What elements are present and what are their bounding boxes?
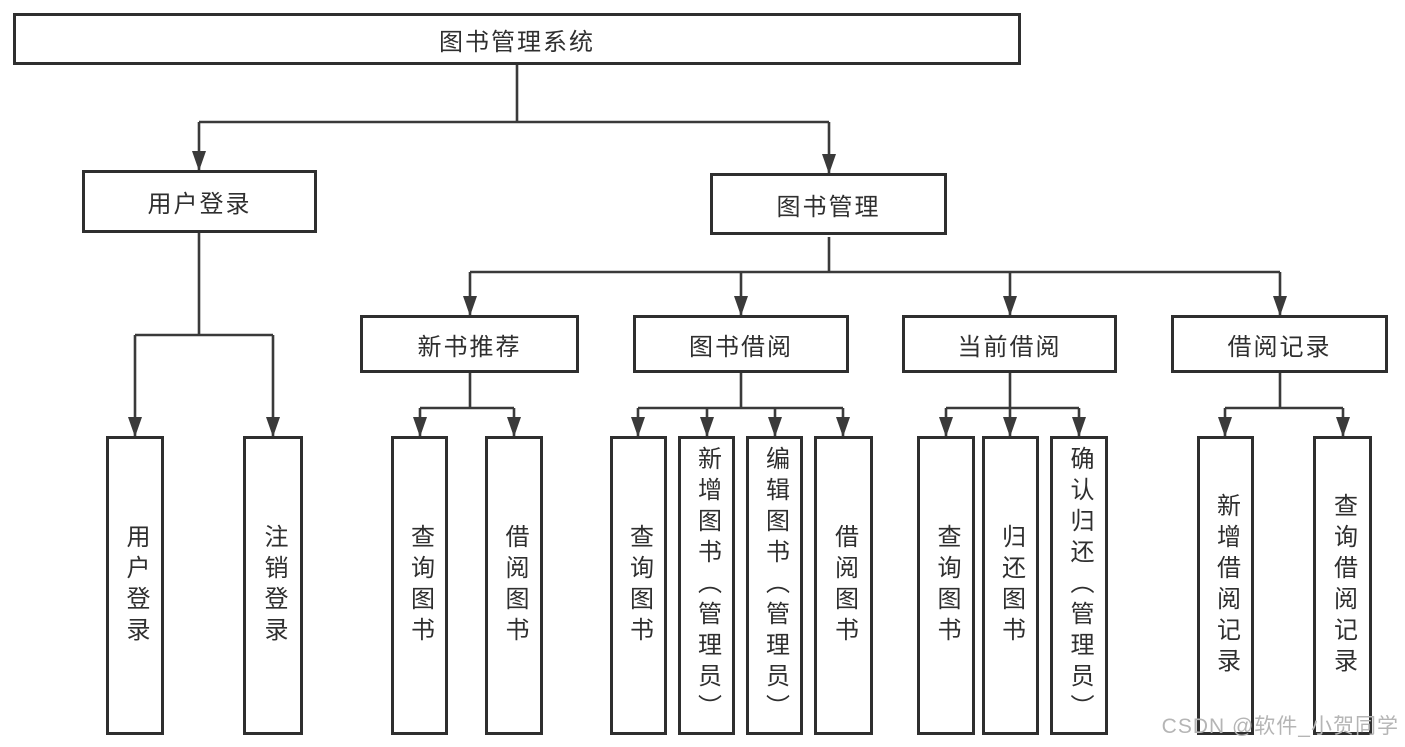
leaf-add-borrow-record: 新增借阅记录 — [1197, 436, 1254, 735]
leaf-borrow-query-books: 查询图书 — [610, 436, 667, 735]
leaf-borrow-books: 借阅图书 — [814, 436, 873, 735]
node-book-management: 图书管理 — [710, 173, 947, 235]
node-label: 查询借阅记录 — [1329, 492, 1357, 679]
node-user-login: 用户登录 — [82, 170, 317, 233]
node-label: 查询图书 — [625, 523, 653, 648]
node-label: 新增图书（管理员） — [693, 446, 721, 725]
node-label: 编辑图书（管理员） — [761, 446, 789, 725]
node-label: 当前借阅 — [957, 333, 1062, 361]
node-current-borrow: 当前借阅 — [902, 315, 1117, 373]
leaf-recommend-query-books: 查询图书 — [391, 436, 448, 735]
node-label: 借阅记录 — [1227, 333, 1332, 361]
node-book-borrow: 图书借阅 — [633, 315, 849, 373]
node-borrow-records: 借阅记录 — [1171, 315, 1388, 373]
node-label: 图书管理 — [776, 193, 881, 221]
node-label: 确认归还（管理员） — [1066, 446, 1093, 725]
node-label: 用户登录 — [147, 191, 252, 218]
node-label: 查询图书 — [406, 523, 434, 648]
leaf-current-query-books: 查询图书 — [917, 436, 975, 735]
node-label: 用户登录 — [122, 523, 149, 648]
node-label: 借阅图书 — [830, 523, 858, 648]
leaf-confirm-return-admin: 确认归还（管理员） — [1050, 436, 1108, 735]
leaf-recommend-borrow-books: 借阅图书 — [485, 436, 543, 735]
leaf-edit-books-admin: 编辑图书（管理员） — [746, 436, 803, 735]
node-label: 图书借阅 — [689, 333, 793, 361]
leaf-user-login: 用户登录 — [106, 436, 164, 735]
leaf-return-books: 归还图书 — [982, 436, 1039, 735]
csdn-watermark: CSDN @软件_小贺同学 — [1161, 715, 1399, 738]
leaf-logout: 注销登录 — [243, 436, 303, 735]
node-label: 新书推荐 — [417, 333, 522, 361]
node-label: 归还图书 — [997, 523, 1025, 648]
node-new-book-recommend: 新书推荐 — [360, 315, 579, 373]
leaf-query-borrow-record: 查询借阅记录 — [1313, 436, 1372, 735]
leaf-add-books-admin: 新增图书（管理员） — [678, 436, 735, 735]
node-system-root: 图书管理系统 — [13, 13, 1021, 65]
node-label: 查询图书 — [933, 523, 960, 648]
node-label: 图书管理系统 — [439, 28, 595, 56]
node-label: 注销登录 — [260, 523, 287, 648]
node-label: 借阅图书 — [501, 523, 528, 648]
node-label: 新增借阅记录 — [1212, 492, 1240, 679]
